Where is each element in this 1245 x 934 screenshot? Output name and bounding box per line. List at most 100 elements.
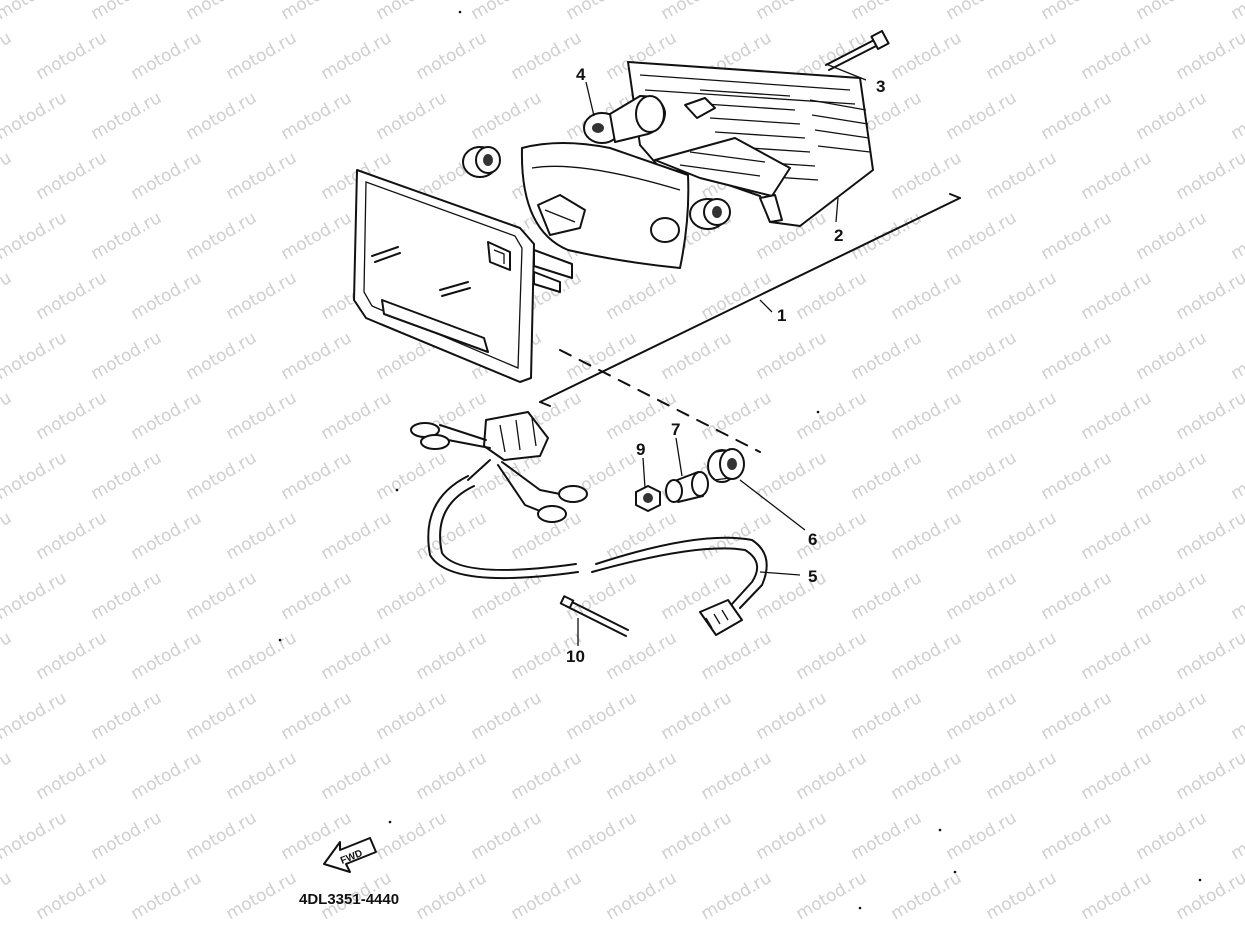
watermark-text: motod.ru	[88, 0, 166, 24]
callout-1: 1	[777, 306, 786, 325]
watermark-text: motod.ru	[508, 28, 586, 84]
watermark-text: motod.ru	[698, 388, 776, 444]
watermark-text: motod.ru	[33, 628, 111, 684]
watermark-text: motod.ru	[33, 868, 111, 924]
watermark-text: motod.ru	[0, 208, 70, 264]
nut	[635, 485, 661, 512]
watermark-text: motod.ru	[1078, 508, 1156, 564]
watermark-text: motod.ru	[793, 388, 871, 444]
watermark-text: motod.ru	[278, 688, 356, 744]
watermark-text: motod.ru	[223, 148, 301, 204]
watermark-text: motod.ru	[468, 808, 546, 864]
watermark-text: motod.ru	[373, 88, 451, 144]
watermark-text: motod.ru	[1228, 688, 1245, 744]
watermark-text: motod.ru	[88, 808, 166, 864]
watermark-text: motod.ru	[0, 868, 15, 924]
callout-6: 6	[808, 530, 817, 549]
watermark-text: motod.ru	[603, 628, 681, 684]
watermark-text: motod.ru	[223, 628, 301, 684]
callout-5: 5	[808, 567, 817, 586]
watermark-text: motod.ru	[88, 568, 166, 624]
watermark-text: motod.ru	[658, 808, 736, 864]
watermark-text: motod.ru	[0, 148, 15, 204]
watermark-text: motod.ru	[1173, 748, 1245, 804]
watermark-text: motod.ru	[278, 0, 356, 24]
watermark-text: motod.ru	[1038, 208, 1116, 264]
collar	[665, 471, 709, 503]
watermark-text: motod.ru	[183, 88, 261, 144]
watermark-text: motod.ru	[373, 808, 451, 864]
watermark-text: motod.ru	[1038, 688, 1116, 744]
watermark-text: motod.ru	[943, 688, 1021, 744]
watermark-text: motod.ru	[88, 328, 166, 384]
watermark-text: motod.ru	[0, 388, 15, 444]
watermark-text: motod.ru	[128, 148, 206, 204]
watermark-text: motod.ru	[848, 568, 926, 624]
watermark-text: motod.ru	[848, 688, 926, 744]
watermark-text: motod.ru	[793, 508, 871, 564]
watermark-text: motod.ru	[983, 508, 1061, 564]
watermark-text: motod.ru	[1038, 0, 1116, 24]
leader-lines	[577, 63, 867, 646]
assembly-bracket	[539, 193, 961, 453]
watermark-text: motod.ru	[1133, 88, 1211, 144]
watermark-text: motod.ru	[0, 508, 15, 564]
watermark-text: motod.ru	[183, 568, 261, 624]
watermark-text: motod.ru	[1133, 208, 1211, 264]
reflector-cover	[520, 142, 690, 269]
callout-4: 4	[576, 65, 586, 84]
watermark-text: motod.ru	[698, 628, 776, 684]
watermark-text: motod.ru	[33, 388, 111, 444]
watermark-text: motod.ru	[318, 748, 396, 804]
watermark-text: motod.ru	[1078, 388, 1156, 444]
watermark-text: motod.ru	[848, 0, 926, 24]
watermark-text: motod.ru	[1078, 148, 1156, 204]
bulb-socket	[462, 146, 501, 178]
watermark-text: motod.ru	[888, 28, 966, 84]
watermark-text: motod.ru	[223, 28, 301, 84]
watermark-text: motod.ru	[943, 328, 1021, 384]
screw	[825, 30, 890, 71]
watermark-text: motod.ru	[183, 0, 261, 24]
watermark-text: motod.ru	[753, 808, 831, 864]
watermark-text: motod.ru	[1038, 808, 1116, 864]
watermark-text: motod.ru	[1228, 0, 1245, 24]
callout-10: 10	[566, 647, 585, 666]
watermark-text: motod.ru	[318, 388, 396, 444]
watermark-text: motod.ru	[1173, 148, 1245, 204]
watermark-text: motod.ru	[278, 328, 356, 384]
watermark-text: motod.ru	[88, 688, 166, 744]
watermark-text: motod.ru	[753, 448, 831, 504]
watermark-text: motod.ru	[373, 688, 451, 744]
watermark-text: motod.ru	[1228, 208, 1245, 264]
watermark-text: motod.ru	[983, 28, 1061, 84]
watermark-text: motod.ru	[33, 28, 111, 84]
watermark-text: motod.ru	[698, 508, 776, 564]
watermark-text: motod.ru	[0, 628, 15, 684]
watermark-text: motod.ru	[603, 868, 681, 924]
watermark-text: motod.ru	[888, 628, 966, 684]
watermark-text: motod.ru	[223, 748, 301, 804]
watermark-text: motod.ru	[793, 628, 871, 684]
watermark-text: motod.ru	[183, 808, 261, 864]
watermark-text: motod.ru	[753, 328, 831, 384]
watermark-text: motod.ru	[468, 0, 546, 24]
watermark-text: motod.ru	[373, 448, 451, 504]
watermark-text: motod.ru	[128, 28, 206, 84]
watermark-text: motod.ru	[0, 808, 70, 864]
callout-2: 2	[834, 226, 843, 245]
base-plate	[353, 169, 573, 383]
watermark-text: motod.ru	[278, 88, 356, 144]
watermark-text: motod.ru	[508, 748, 586, 804]
watermark-text: motod.ru	[1228, 808, 1245, 864]
watermark-text: motod.ru	[983, 868, 1061, 924]
watermark-text: motod.ru	[1133, 808, 1211, 864]
watermark-text: motod.ru	[1173, 508, 1245, 564]
watermark-text: motod.ru	[658, 0, 736, 24]
watermark-text: motod.ru	[1078, 268, 1156, 324]
watermark-text: motod.ru	[128, 508, 206, 564]
watermark-text: motod.ru	[1078, 748, 1156, 804]
watermark-text: motod.ru	[563, 808, 641, 864]
watermark-text: motod.ru	[1133, 448, 1211, 504]
